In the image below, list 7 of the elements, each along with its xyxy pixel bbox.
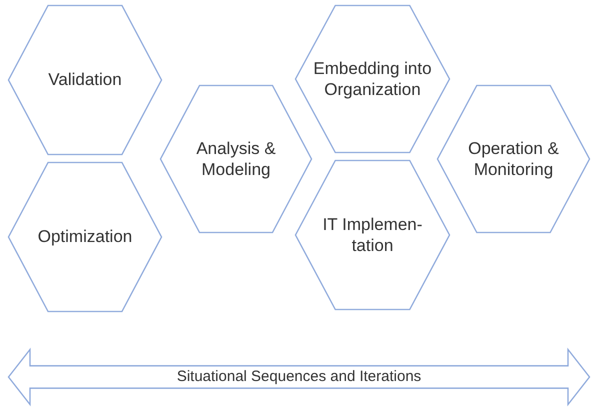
step-label: Validation	[47, 69, 123, 91]
step-label: IT Implemen- tation	[322, 214, 422, 256]
arrow-label: Situational Sequences and Iterations	[176, 368, 422, 386]
step-label: Optimization	[36, 226, 134, 248]
step-label: Operation & Monitoring	[467, 138, 560, 180]
step-label: Embedding into Organization	[312, 58, 433, 100]
step-label: Analysis & Modeling	[195, 138, 277, 180]
